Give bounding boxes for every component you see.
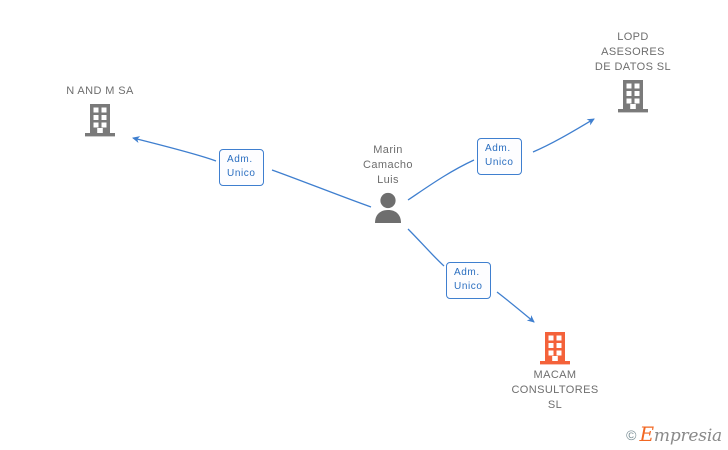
edge-label-lopd[interactable]: Adm. Unico: [477, 138, 522, 175]
empresia-watermark: © Empresia: [626, 424, 722, 445]
node-marin-camacho-luis[interactable]: Marin Camacho Luis: [318, 143, 458, 225]
edge-label-n-and-m[interactable]: Adm. Unico: [219, 149, 264, 186]
building-icon: [616, 78, 650, 114]
edge-path-macam: [407, 228, 445, 267]
node-label-n-and-m-sa: N AND M SA: [66, 85, 134, 97]
building-icon: [83, 102, 117, 138]
edge-label-macam[interactable]: Adm. Unico: [446, 262, 491, 299]
brand-initial: E: [639, 422, 655, 446]
node-lopd-asesores[interactable]: LOPD ASESORES DE DATOS SL: [563, 30, 703, 114]
building-icon: [538, 330, 572, 366]
edge-path-macam-head: [496, 291, 535, 323]
brand-wordmark: Empresia: [640, 424, 723, 445]
node-n-and-m-sa[interactable]: N AND M SA: [30, 84, 170, 138]
node-label-marin-camacho-luis: Marin Camacho Luis: [363, 144, 413, 186]
edge-path-n-and-m-head: [132, 136, 217, 162]
edge-path-lopd-head: [532, 118, 595, 153]
copyright-icon: ©: [626, 426, 637, 443]
node-label-lopd-asesores: LOPD ASESORES DE DATOS SL: [594, 31, 672, 73]
brand-rest: mpresia: [653, 426, 722, 446]
person-icon: [371, 191, 405, 225]
node-macam-consultores[interactable]: MACAM CONSULTORES SL: [485, 330, 625, 413]
node-label-macam-consultores: MACAM CONSULTORES SL: [511, 369, 599, 411]
